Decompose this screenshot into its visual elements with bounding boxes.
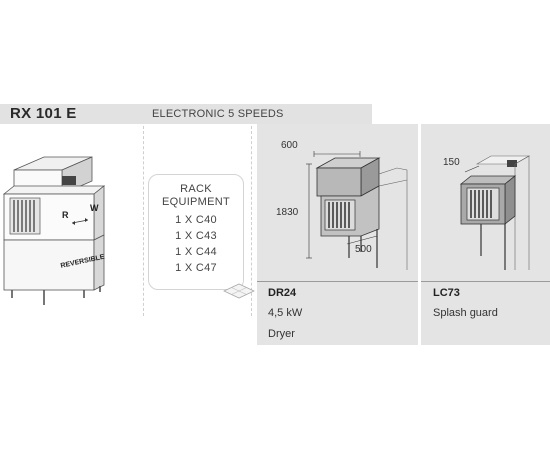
- splash-guard-illustration: [459, 155, 531, 270]
- rack-equipment-box: RACK EQUIPMENT 1 X C40 1 X C43 1 X C44 1…: [148, 174, 244, 290]
- option-name: Dryer: [268, 328, 295, 340]
- rack-title-line2: EQUIPMENT: [161, 196, 231, 208]
- dimension-label-height: 1830: [276, 207, 299, 218]
- panel-separator: [257, 281, 418, 282]
- option-name: Splash guard: [433, 307, 498, 319]
- dashed-separator-right: [251, 126, 252, 316]
- rack-item: 1 X C43: [175, 230, 217, 242]
- dishwasher-illustration: [2, 156, 106, 305]
- direction-label-w: W: [90, 203, 99, 213]
- rack-item: 1 X C40: [175, 214, 217, 226]
- option-power: 4,5 kW: [268, 307, 303, 319]
- model-title: RX 101 E: [10, 105, 77, 122]
- dimension-label-width: 500: [355, 244, 372, 255]
- header-band: [0, 104, 372, 124]
- dimension-label-depth: 600: [281, 140, 298, 151]
- option-code: LC73: [433, 287, 460, 299]
- rack-item: 1 X C44: [175, 246, 217, 258]
- dashed-separator-left: [143, 126, 144, 316]
- panel-separator: [421, 281, 550, 282]
- dryer-illustration: [306, 151, 408, 270]
- rack-icon: [223, 283, 255, 299]
- rack-item: 1 X C47: [175, 262, 217, 274]
- option-code: DR24: [268, 287, 297, 299]
- dimension-label-depth: 150: [443, 157, 460, 168]
- model-subtitle: ELECTRONIC 5 SPEEDS: [152, 108, 284, 120]
- rack-title-line1: RACK: [180, 183, 212, 195]
- direction-label-r: R: [62, 210, 69, 220]
